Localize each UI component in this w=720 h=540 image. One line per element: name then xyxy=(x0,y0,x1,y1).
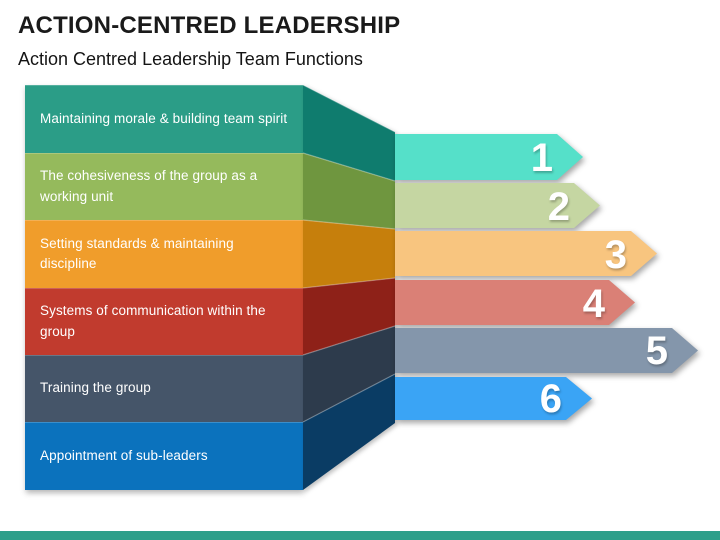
bar-front-1: Maintaining morale & building team spiri… xyxy=(25,85,303,153)
bar-side-2 xyxy=(303,153,395,229)
bar-label-4: Systems of communication within the grou… xyxy=(40,303,266,339)
side-bevel-line xyxy=(302,373,396,423)
bar-side-6 xyxy=(303,374,395,490)
arrow-number-1: 1 xyxy=(531,136,553,180)
arrow-banner-4 xyxy=(395,280,635,325)
header: ACTION-CENTRED LEADERSHIP Action Centred… xyxy=(18,12,400,70)
arrow-number-3: 3 xyxy=(605,233,627,277)
arrow-banner-1 xyxy=(395,134,583,180)
bar-label-5: Training the group xyxy=(40,380,151,396)
bar-front-5: Training the group xyxy=(25,355,303,422)
arrow-banner-5 xyxy=(395,328,698,373)
bar-front-2: The cohesiveness of the group as a worki… xyxy=(25,153,303,220)
arrow-banner-3 xyxy=(395,231,657,276)
bar-side-3 xyxy=(303,220,395,288)
bar-side-4 xyxy=(303,278,395,355)
page-subtitle: Action Centred Leadership Team Functions xyxy=(18,49,363,69)
bar-label-1: Maintaining morale & building team spiri… xyxy=(40,110,288,126)
page-title: ACTION-CENTRED LEADERSHIP xyxy=(18,12,401,39)
side-bevel-line xyxy=(302,84,396,133)
numbered-arrows: 1 2 3 4 5 6 xyxy=(395,134,698,421)
arrow-number-2: 2 xyxy=(548,185,570,229)
footer-accent-bar xyxy=(0,531,720,540)
bar-front-6: Appointment of sub-leaders xyxy=(25,422,303,490)
bar-label-6: Appointment of sub-leaders xyxy=(40,447,208,463)
bar-side-5 xyxy=(303,326,395,422)
bar-label-2: The cohesiveness of the group as a worki… xyxy=(40,168,258,204)
arrow-number-5: 5 xyxy=(646,329,668,373)
side-bevel-line xyxy=(302,219,396,230)
side-bevel-line xyxy=(302,325,396,356)
bar-front-4: Systems of communication within the grou… xyxy=(25,288,303,355)
bar-front-3: Setting standards & maintaining discipli… xyxy=(25,220,303,288)
arrow-number-6: 6 xyxy=(540,377,562,421)
side-faces xyxy=(302,84,396,490)
arrow-number-4: 4 xyxy=(583,282,606,326)
side-bevel-line xyxy=(302,152,396,182)
side-bevel-line xyxy=(302,277,396,289)
bar-label-3: Setting standards & maintaining discipli… xyxy=(40,235,234,271)
arrow-banner-2 xyxy=(395,183,600,228)
bar-side-1 xyxy=(303,85,395,181)
arrow-banner-6 xyxy=(395,377,592,420)
